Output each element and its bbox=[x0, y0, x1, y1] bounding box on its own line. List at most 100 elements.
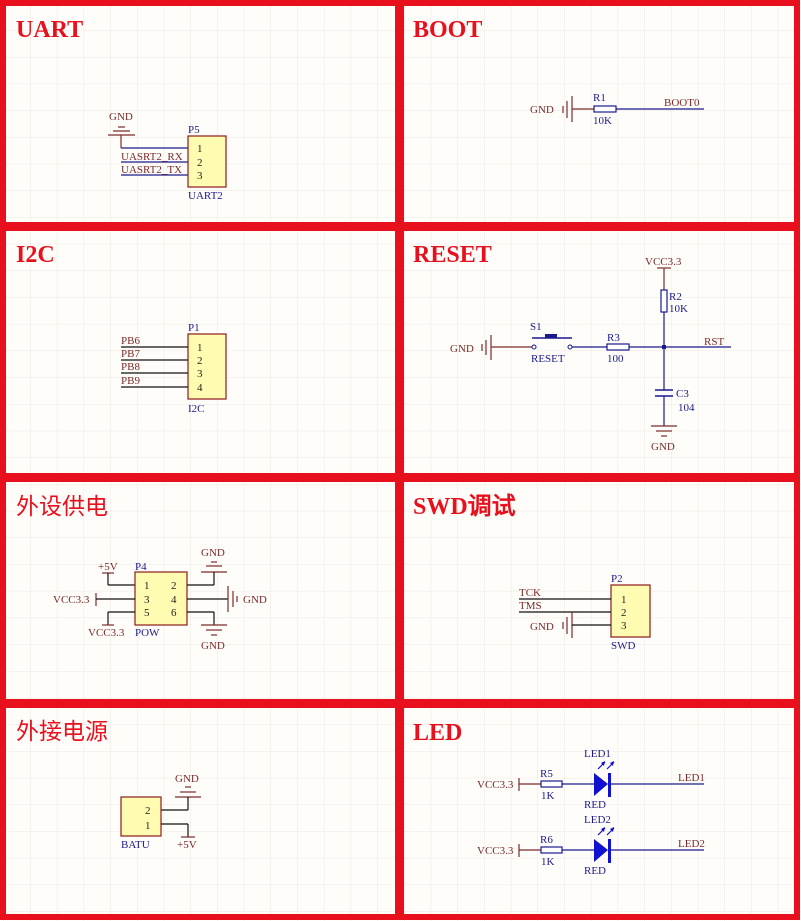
connector-body bbox=[187, 135, 227, 188]
connector-ref: P1 bbox=[188, 322, 200, 334]
vcc-label: VCC3.3 bbox=[477, 845, 514, 857]
panel-reset: RESET VCC3.3 R2 10K GND S1 RESET R3 100 … bbox=[413, 242, 731, 453]
net-label: LED2 bbox=[678, 838, 705, 850]
connector-body bbox=[187, 333, 227, 400]
panel-title-latin: SWD调试 bbox=[413, 493, 516, 520]
led-ref: LED2 bbox=[584, 814, 611, 826]
connector-name: I2C bbox=[188, 403, 205, 415]
resistor-value: 1K bbox=[541, 790, 555, 802]
panel-power-out: 外设供电 +5V P4 1 3 5 2 4 6 POW VCC3.3 VCC3.… bbox=[16, 494, 267, 652]
gnd-label: GND bbox=[243, 594, 267, 606]
led-value: RED bbox=[584, 865, 606, 877]
panel-ext-power: 外接电源 GND 2 1 BATU +5V bbox=[16, 719, 201, 851]
pin-number: 1 bbox=[197, 143, 203, 155]
net-label: PB9 bbox=[121, 375, 140, 387]
net-label: UASRT2_TX bbox=[121, 164, 182, 176]
pin-number: 2 bbox=[197, 355, 203, 367]
resistor-r2 bbox=[660, 289, 668, 313]
pin-number: 3 bbox=[144, 594, 150, 606]
net-label: RST bbox=[704, 336, 724, 348]
gnd-label: GND bbox=[201, 640, 225, 652]
switch-value: RESET bbox=[531, 353, 565, 365]
net-label: PB8 bbox=[121, 361, 140, 373]
plus5v-symbol bbox=[161, 823, 195, 838]
led-row-1: VCC3.3 R5 1K LED1 RED LED1 bbox=[477, 748, 705, 811]
gnd-symbol bbox=[187, 611, 227, 636]
vcc-label: VCC3.3 bbox=[477, 779, 514, 791]
resistor-r1 bbox=[593, 105, 617, 113]
pin-number: 4 bbox=[197, 382, 203, 394]
connector-ref: P5 bbox=[188, 124, 200, 136]
connector-body bbox=[610, 584, 651, 638]
resistor bbox=[540, 780, 563, 788]
resistor-value: 10K bbox=[669, 303, 688, 315]
switch-ref: S1 bbox=[530, 321, 542, 333]
vcc-symbol bbox=[102, 611, 135, 626]
connector-name: SWD bbox=[611, 640, 636, 652]
pin-number: 1 bbox=[197, 342, 203, 354]
capacitor-ref: C3 bbox=[676, 388, 689, 400]
net-label: UASRT2_RX bbox=[121, 151, 183, 163]
gnd-label: GND bbox=[450, 343, 474, 355]
vcc-label: VCC3.3 bbox=[88, 627, 125, 639]
resistor-value: 100 bbox=[607, 353, 624, 365]
net-label: PB6 bbox=[121, 335, 140, 347]
panel-led: LED VCC3.3 R5 1K LED1 RED LED1 VCC3.3 bbox=[413, 720, 705, 877]
gnd-symbol bbox=[562, 96, 594, 122]
net-label: TCK bbox=[519, 587, 541, 599]
pin-number: 1 bbox=[621, 594, 627, 606]
panel-swd: SWD调试 P2 TCK TMS GND 1 2 3 SWD bbox=[413, 493, 651, 652]
gnd-label: GND bbox=[530, 621, 554, 633]
led-ref: LED1 bbox=[584, 748, 611, 760]
pin-number: 2 bbox=[171, 580, 177, 592]
pin-number: 1 bbox=[145, 820, 151, 832]
pin-number: 1 bbox=[144, 580, 150, 592]
connector-name: POW bbox=[135, 627, 160, 639]
plus5v-symbol bbox=[102, 572, 135, 586]
pin-number: 3 bbox=[197, 170, 203, 182]
panel-title: 外设供电 bbox=[16, 494, 108, 520]
connector-ref: P2 bbox=[611, 573, 623, 585]
resistor-ref: R3 bbox=[607, 332, 620, 344]
gnd-symbol bbox=[651, 425, 677, 437]
pin-number: 2 bbox=[197, 157, 203, 169]
panel-boot: BOOT GND R1 10K BOOT0 bbox=[413, 17, 704, 127]
panel-title: UART bbox=[16, 17, 83, 43]
resistor-ref: R2 bbox=[669, 291, 682, 303]
resistor-ref: R5 bbox=[540, 768, 553, 780]
net-label: LED1 bbox=[678, 772, 705, 784]
panel-title: LED bbox=[413, 720, 462, 746]
resistor-ref: R6 bbox=[540, 834, 553, 846]
resistor-value: 10K bbox=[593, 115, 612, 127]
capacitor-value: 104 bbox=[678, 402, 695, 414]
net-label: TMS bbox=[519, 600, 542, 612]
vcc-label: VCC3.3 bbox=[53, 594, 90, 606]
gnd-symbol bbox=[108, 126, 135, 148]
connector-ref: P4 bbox=[135, 561, 147, 573]
plus5v-label: +5V bbox=[98, 561, 118, 573]
vcc-symbol bbox=[95, 593, 135, 606]
led-diode-icon bbox=[594, 761, 615, 797]
panel-title: RESET bbox=[413, 242, 492, 268]
resistor-r3 bbox=[606, 343, 630, 351]
panel-uart: UART GND UASRT2_RX UASRT2_TX P5 1 2 3 UA… bbox=[16, 17, 227, 202]
led-row-2: VCC3.3 R6 1K LED2 RED LED2 bbox=[477, 814, 705, 877]
resistor-value: 1K bbox=[541, 856, 555, 868]
panel-i2c: I2C P1 PB6 PB7 PB8 PB9 1 2 3 4 I2C bbox=[16, 242, 227, 415]
connector-name: BATU bbox=[121, 839, 150, 851]
pin-number: 4 bbox=[171, 594, 177, 606]
gnd-label: GND bbox=[651, 441, 675, 453]
connector-name: UART2 bbox=[188, 190, 223, 202]
frame-led bbox=[398, 702, 800, 920]
pin-number: 3 bbox=[197, 368, 203, 380]
resistor bbox=[540, 846, 563, 854]
gnd-symbol bbox=[481, 335, 532, 360]
plus5v-label: +5V bbox=[177, 839, 197, 851]
net-label: BOOT0 bbox=[664, 97, 700, 109]
vcc-symbol bbox=[657, 267, 671, 290]
connector-body bbox=[134, 571, 188, 626]
gnd-label: GND bbox=[109, 111, 133, 123]
panel-title: 外接电源 bbox=[16, 719, 108, 745]
